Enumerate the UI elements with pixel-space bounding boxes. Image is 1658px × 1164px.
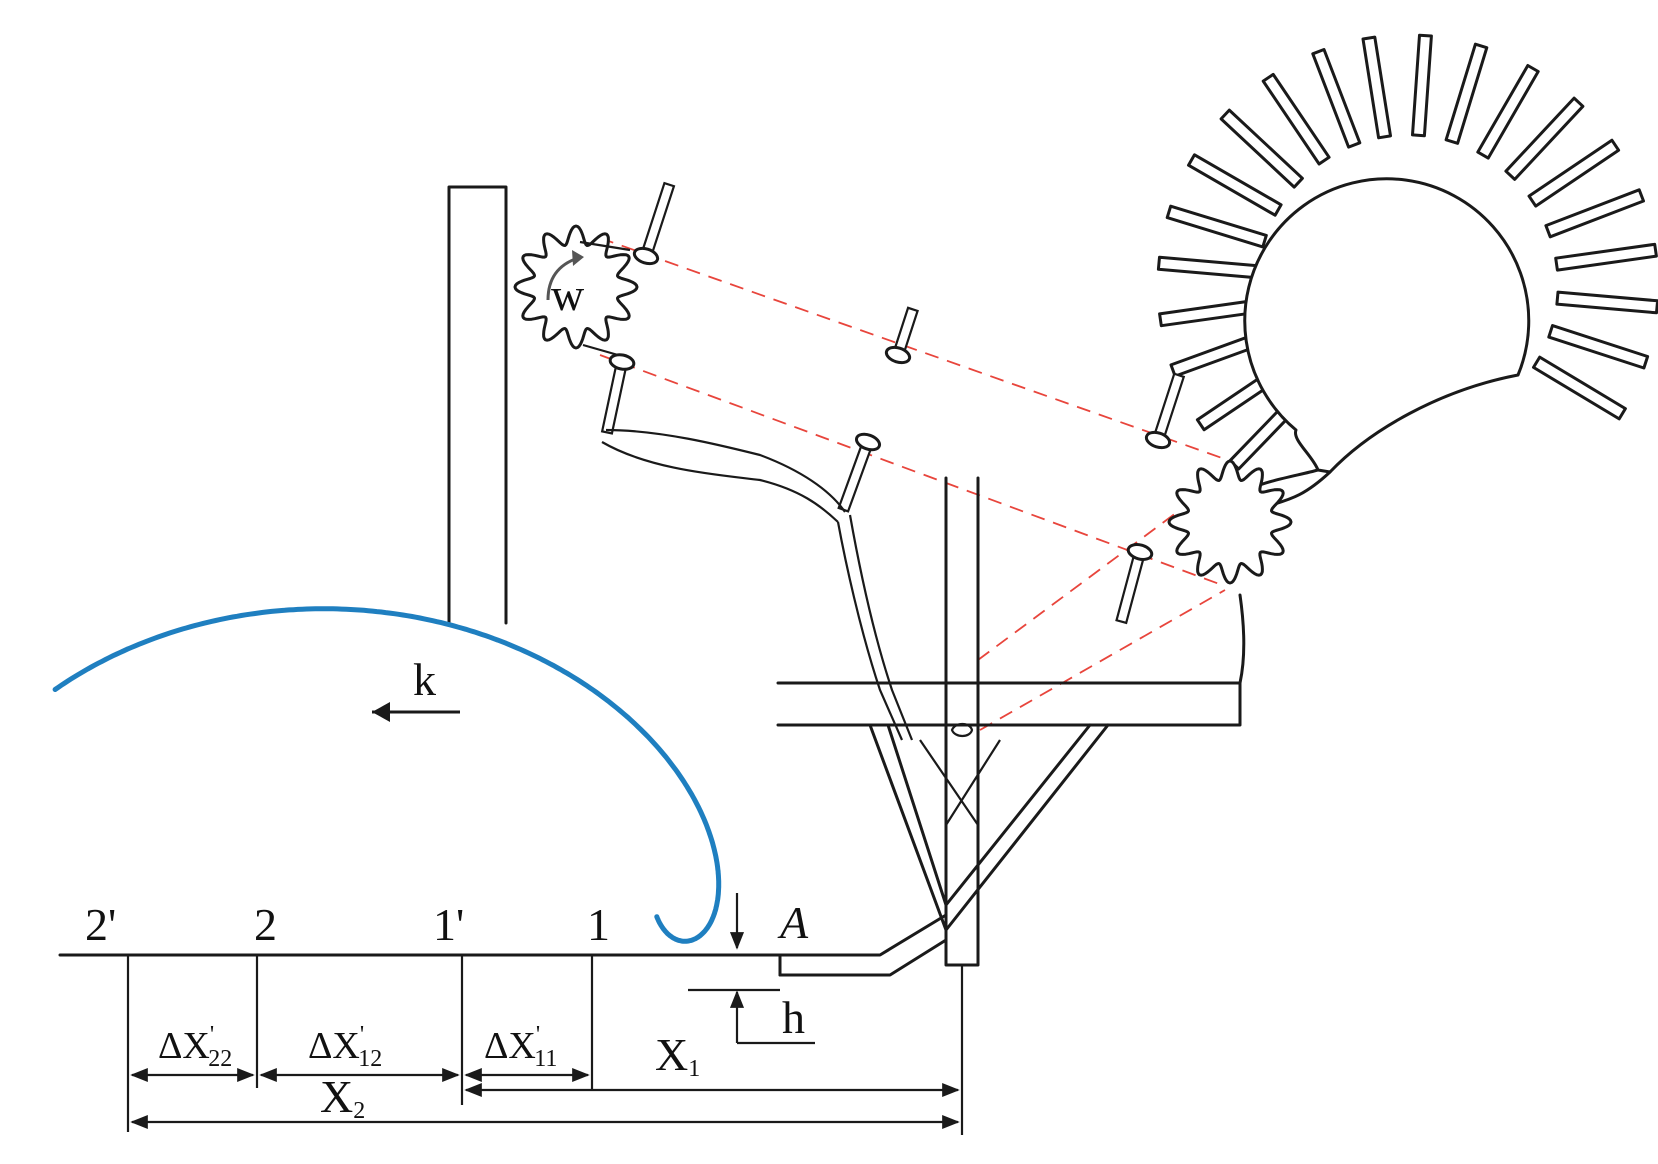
tine-bolts: [600, 181, 1186, 625]
point-label-2: 2: [254, 899, 277, 950]
direction-label: k: [413, 654, 436, 705]
rake-tooth: [1547, 324, 1650, 370]
dimension-lines: [126, 955, 960, 1132]
point-label-1prime: 1': [433, 899, 464, 950]
tine-bolt: [600, 353, 636, 435]
rake-tooth: [1165, 204, 1268, 249]
frame: [776, 476, 1246, 1135]
driven-gear-outline: [1167, 459, 1293, 585]
point-label-A: A: [777, 897, 809, 948]
driven-gear: [1167, 459, 1293, 585]
drive-gear: [513, 224, 639, 350]
dimension-label-dx22: ΔX'22: [158, 1022, 232, 1072]
laser-lines: [599, 237, 1226, 731]
rake-tooth: [1504, 96, 1585, 181]
rake-tooth: [1555, 290, 1658, 315]
rake-tooth: [1156, 255, 1261, 280]
angular-velocity-label: w: [551, 269, 585, 320]
dimension-label-x2: X2: [320, 1071, 365, 1124]
curved-arrow-icon: [546, 250, 584, 301]
height-label: h: [782, 992, 805, 1043]
laser-line-upper: [599, 237, 1223, 459]
rake-wheel: [1156, 33, 1658, 510]
tine-bolt: [884, 306, 919, 365]
rake-wheel-body: [1243, 177, 1531, 474]
vertical-post: [447, 185, 508, 625]
rake-tooth: [1532, 355, 1627, 421]
point-label-2prime: 2': [85, 899, 116, 950]
rake-tooth: [1554, 242, 1658, 272]
laser-line-to-post-upper: [977, 509, 1181, 661]
rake-tooth: [1361, 35, 1392, 140]
rake-tooth: [1261, 72, 1331, 166]
tine-bolt: [632, 181, 676, 266]
rake-tooth: [1219, 108, 1304, 189]
rake-tooth: [1444, 42, 1489, 145]
laser-line-lower: [599, 354, 1223, 586]
dimension-label-dx11: ΔX'11: [484, 1022, 557, 1072]
rake-tooth: [1544, 188, 1645, 239]
trajectory-curve: [52, 606, 722, 944]
rake-tooth: [1311, 48, 1362, 149]
tine-bolt: [1115, 543, 1154, 625]
dimension-label-x1: X1: [655, 1029, 700, 1082]
rake-tooth: [1476, 64, 1540, 160]
left-arrow-icon: [372, 702, 460, 722]
spring-arm: [601, 428, 914, 741]
rake-tooth: [1527, 138, 1621, 208]
drive-gear-outline: [513, 224, 639, 350]
laser-line-to-post-lower: [979, 589, 1226, 731]
rake-tooth: [1187, 153, 1283, 217]
tine-bolt: [1144, 372, 1186, 450]
rake-tooth: [1411, 33, 1433, 138]
point-label-1: 1: [587, 899, 610, 950]
dimension-label-dx12: ΔX'12: [308, 1022, 382, 1072]
rake-wheel-teeth: [1156, 33, 1658, 471]
height-dimension: [688, 893, 815, 1045]
